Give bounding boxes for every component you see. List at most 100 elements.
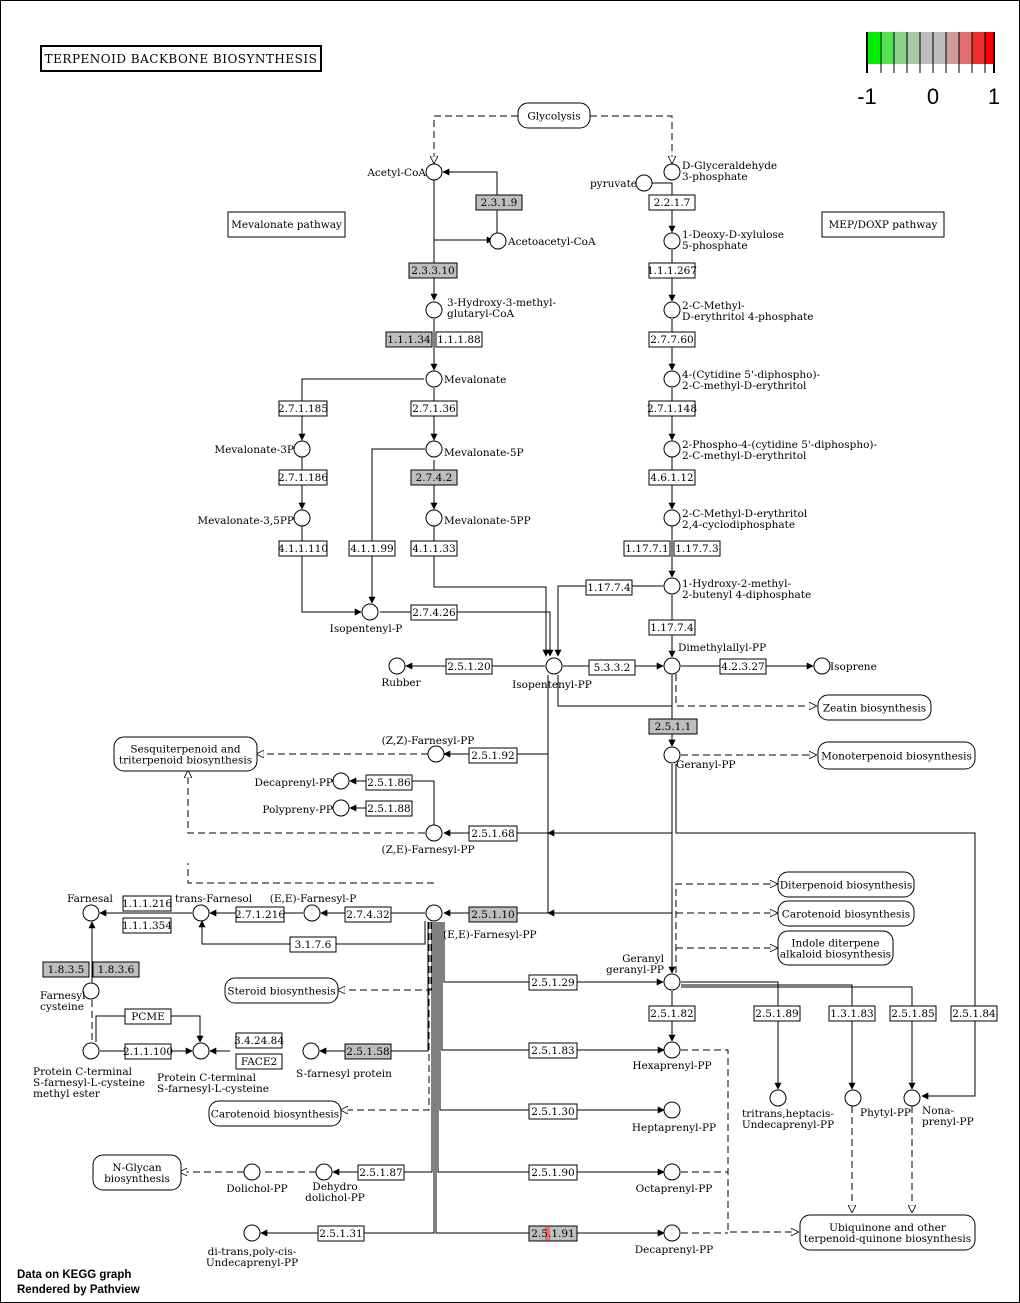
compound-cdpme[interactable]	[663, 370, 681, 388]
compound-dmapp[interactable]	[663, 657, 681, 675]
compound-zzfpp[interactable]	[427, 745, 445, 763]
compound-ditrans[interactable]	[243, 1224, 261, 1242]
enzyme-e25189[interactable]: 2.5.1.89	[753, 1005, 801, 1022]
enzyme-e25131[interactable]: 2.5.1.31	[317, 1225, 365, 1242]
enzyme-e11774b[interactable]: 1.17.7.4	[648, 619, 696, 636]
compound-mevalonate[interactable]	[425, 370, 443, 388]
enzyme-e46112[interactable]: 4.6.1.12	[648, 469, 696, 486]
compound-acetoacetylcoa[interactable]	[489, 232, 507, 250]
enzyme-e25187[interactable]: 2.5.1.87	[357, 1164, 405, 1181]
map-link-carotenoid_l[interactable]: Carotenoid biosynthesis	[208, 1100, 342, 1127]
compound-phytylpp[interactable]	[844, 1089, 862, 1107]
compound-pcfme[interactable]	[82, 1042, 100, 1060]
compound-transfarnesol[interactable]	[192, 904, 210, 922]
enzyme-e111216[interactable]: 1.1.1.216	[122, 895, 172, 912]
compound-ipp[interactable]	[545, 657, 563, 675]
enzyme-e13183[interactable]: 1.3.1.83	[828, 1005, 876, 1022]
compound-nonaprenylpp[interactable]	[903, 1089, 921, 1107]
enzyme-e271186[interactable]: 2.7.1.186	[278, 469, 328, 486]
enzyme-e3176[interactable]: 3.1.7.6	[289, 936, 337, 953]
enzyme-e2511[interactable]: 2.5.1.1	[648, 718, 698, 735]
compound-decaprenylpp[interactable]	[663, 1224, 681, 1242]
compound-mev35pp[interactable]	[293, 509, 311, 527]
compound-polypreny[interactable]	[332, 799, 350, 817]
enzyme-e25130[interactable]: 2.5.1.30	[528, 1103, 578, 1120]
enzyme-e25185[interactable]: 2.5.1.85	[889, 1005, 937, 1022]
enzyme-e27426[interactable]: 2.7.4.26	[410, 604, 458, 621]
compound-mep[interactable]	[663, 301, 681, 319]
compound-zefpp[interactable]	[425, 824, 443, 842]
compound-pyruvate[interactable]	[635, 174, 653, 192]
compound-ipp_p[interactable]	[361, 603, 379, 621]
enzyme-e25158[interactable]: 2.5.1.58	[344, 1043, 392, 1060]
enzyme-e25120[interactable]: 2.5.1.20	[445, 658, 493, 675]
enzyme-e25129[interactable]: 2.5.1.29	[528, 974, 578, 991]
map-link-diterpenoid[interactable]: Diterpenoid biosynthesis	[777, 871, 915, 898]
enzyme-e25190[interactable]: 2.5.1.90	[528, 1164, 578, 1181]
compound-farnesylcysteine[interactable]	[82, 982, 100, 1000]
enzyme-e41133[interactable]: 4.1.1.33	[410, 540, 458, 557]
enzyme-e25192[interactable]: 2.5.1.92	[468, 747, 518, 764]
compound-eefp[interactable]	[303, 904, 321, 922]
enzyme-e11774a[interactable]: 1.17.7.4	[585, 579, 633, 596]
enzyme-e11773[interactable]: 1.17.7.3	[673, 540, 721, 557]
compound-hmbpp[interactable]	[663, 577, 681, 595]
map-link-carotenoid_r[interactable]: Carotenoid biosynthesis	[777, 900, 915, 927]
enzyme-e23310[interactable]: 2.3.3.10	[408, 262, 458, 279]
compound-eefpp[interactable]	[425, 904, 443, 922]
enzyme-e211100[interactable]: 2.1.1.100	[123, 1043, 173, 1060]
enzyme-e25168[interactable]: 2.5.1.68	[468, 825, 518, 842]
compound-pcfc[interactable]	[192, 1042, 210, 1060]
enzyme-e42327[interactable]: 4.2.3.27	[719, 658, 767, 675]
compound-octaprenylpp[interactable]	[663, 1163, 681, 1181]
enzyme-e2742[interactable]: 2.7.4.2	[410, 469, 458, 486]
compound-mev5pp[interactable]	[425, 509, 443, 527]
enzyme-e111267[interactable]: 1.1.1.267	[647, 262, 697, 279]
compound-sfp[interactable]	[302, 1042, 320, 1060]
compound-rubber[interactable]	[388, 657, 406, 675]
enzyme-e411110[interactable]: 4.1.1.110	[278, 540, 328, 557]
compound-hmgcoa[interactable]	[425, 301, 443, 319]
enzyme-pcme[interactable]: PCME	[124, 1008, 172, 1025]
compound-mev3p[interactable]	[293, 440, 311, 458]
enzyme-e25188[interactable]: 2.5.1.88	[365, 800, 413, 817]
compound-gpp[interactable]	[663, 746, 681, 764]
compound-hexaprenylpp[interactable]	[663, 1041, 681, 1059]
enzyme-e5332[interactable]: 5.3.3.2	[588, 659, 636, 676]
enzyme-e27432[interactable]: 2.7.4.32	[344, 906, 392, 923]
enzyme-e1835[interactable]: 1.8.3.5	[42, 961, 90, 978]
compound-dolicholpp[interactable]	[243, 1163, 261, 1181]
enzyme-e271148[interactable]: 2.7.1.148	[647, 400, 697, 417]
enzyme-e271185[interactable]: 2.7.1.185	[278, 400, 328, 417]
enzyme-e3424284[interactable]: 3.4.24.84	[234, 1032, 284, 1049]
enzyme-e41199[interactable]: 4.1.1.99	[348, 540, 396, 557]
enzyme-e25110[interactable]: 2.5.1.10	[468, 906, 518, 923]
enzyme-e11134[interactable]: 1.1.1.34	[385, 331, 433, 348]
enzyme-e25183[interactable]: 2.5.1.83	[528, 1042, 578, 1059]
enzyme-e25191[interactable]: 2.5.1.91	[528, 1225, 578, 1242]
enzyme-e25184[interactable]: 2.5.1.84	[950, 1005, 998, 1022]
compound-decaprenylpp_top[interactable]	[332, 772, 350, 790]
compound-ggpp[interactable]	[663, 973, 681, 991]
map-link-zeatin[interactable]: Zeatin biosynthesis	[817, 694, 932, 721]
enzyme-face2[interactable]: FACE2	[235, 1053, 283, 1070]
enzyme-e11771[interactable]: 1.17.7.1	[623, 540, 671, 557]
compound-g3p[interactable]	[663, 163, 681, 181]
compound-isoprene[interactable]	[813, 657, 831, 675]
enzyme-e11188[interactable]: 1.1.1.88	[435, 331, 483, 348]
compound-tritrans[interactable]	[769, 1089, 787, 1107]
map-link-steroid[interactable]: Steroid biosynthesis	[224, 977, 339, 1004]
compound-heptaprenylpp[interactable]	[663, 1101, 681, 1119]
enzyme-e25186[interactable]: 2.5.1.86	[365, 774, 413, 791]
compound-cdpmep[interactable]	[663, 440, 681, 458]
enzyme-e2217[interactable]: 2.2.1.7	[648, 194, 696, 211]
compound-dehydrodolichol[interactable]	[315, 1163, 333, 1181]
enzyme-e111354[interactable]: 1.1.1.354	[122, 917, 172, 934]
map-link-glycolysis[interactable]: Glycolysis	[517, 102, 591, 129]
map-link-monoterpenoid[interactable]: Monoterpenoid biosynthesis	[817, 741, 976, 770]
compound-mev5p[interactable]	[425, 440, 443, 458]
compound-acetylcoa[interactable]	[425, 163, 443, 181]
